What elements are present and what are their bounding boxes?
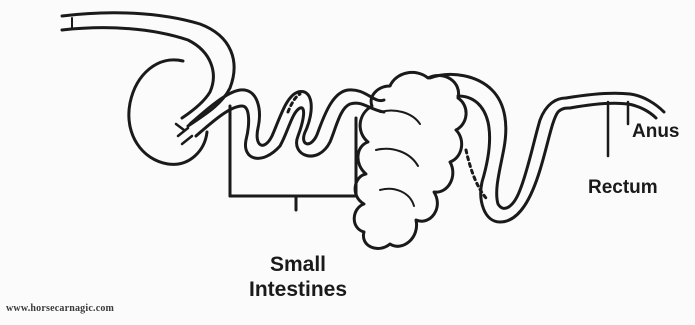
label-leaders xyxy=(608,102,628,156)
large-colon xyxy=(354,72,466,248)
anus-label: Anus xyxy=(632,122,680,141)
rectum-label: Rectum xyxy=(588,178,658,197)
rectum-tube xyxy=(566,93,664,118)
small-intestines-label: Small Intestines xyxy=(228,252,368,302)
stomach xyxy=(129,60,207,164)
watermark-url: www.horsecarnagic.com xyxy=(6,303,114,314)
small-colon xyxy=(430,74,570,222)
